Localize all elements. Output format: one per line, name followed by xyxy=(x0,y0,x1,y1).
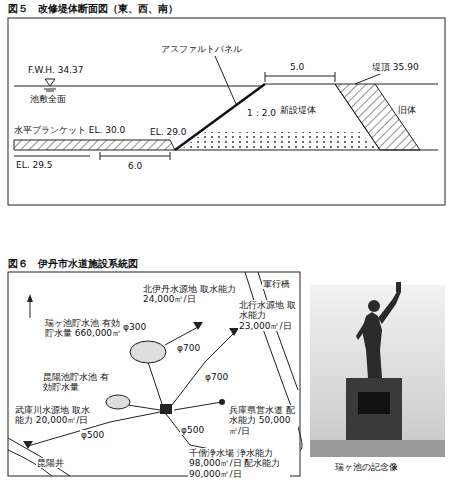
dimension-label: 6.0 xyxy=(128,161,142,171)
water-line xyxy=(14,86,263,87)
figure-frame xyxy=(8,18,445,205)
facility-label: 兵庫県営水道 配水能力 50,000㎥/日 xyxy=(228,405,298,436)
pipe-size: φ300 xyxy=(122,322,147,332)
figure-title: 図５ 改修堤体断面図（東、西、南） xyxy=(8,3,178,15)
leader-line xyxy=(355,74,380,84)
blanket xyxy=(14,140,175,150)
connection-point xyxy=(219,399,225,405)
level-label: F.W.H. 34.37 xyxy=(28,65,83,75)
pipe-size: φ500 xyxy=(80,430,105,440)
reservoir xyxy=(130,341,166,363)
photo-caption: 瑞ヶ池の記念像 xyxy=(335,462,398,472)
level-label: 堤頂 35.90 xyxy=(372,62,419,72)
leader-line xyxy=(215,56,236,104)
dimension-label: 5.0 xyxy=(290,62,304,72)
pipe-size: φ700 xyxy=(176,343,201,353)
part-label: 新設堤体 xyxy=(280,105,316,115)
figure-frame xyxy=(8,272,300,476)
facility-label: 北伊丹水源地 取水能力 24,000㎥/日 xyxy=(142,284,240,305)
part-label: アスファルトパネル xyxy=(160,44,243,54)
statue xyxy=(346,282,402,457)
place-label: 軍行橋 xyxy=(262,279,291,289)
pipe-size: φ700 xyxy=(204,372,229,382)
pipeline xyxy=(28,327,240,455)
well-source xyxy=(23,441,33,449)
facility-label: 瑞ヶ池貯水池 有効貯水量 660,000㎥ xyxy=(44,318,124,339)
slope-label: 1：2.0 xyxy=(247,108,276,118)
river xyxy=(8,438,70,476)
level-label: 水平ブランケット EL. 30.0 xyxy=(14,125,125,135)
facility-label: 千僧浄水場 浄水能力 98,000㎥/日 配水能力 90,000㎥/日 xyxy=(188,448,290,479)
old-embankment xyxy=(335,84,420,150)
figure-title: 図６ 伊丹市水道施設系統図 xyxy=(8,258,138,270)
water-level-mark xyxy=(45,79,55,86)
well-source xyxy=(193,322,203,330)
area-label: 池敷全面 xyxy=(30,94,66,104)
pipe-size: φ500 xyxy=(180,425,205,435)
reservoir xyxy=(106,395,130,409)
part-label: 旧体 xyxy=(398,105,416,115)
facility-label: 昆陽池貯水池 有効貯水量 xyxy=(42,372,112,393)
level-label: EL. 29.0 xyxy=(150,127,186,137)
level-label: EL. 29.5 xyxy=(16,160,52,170)
dimension-line xyxy=(100,156,170,157)
dimension-line xyxy=(265,76,335,77)
place-label: 昆陽井 xyxy=(36,458,65,468)
facility-label: 武庫川水源地 取水能力 20,000㎥/日 xyxy=(14,405,96,426)
north-arrow xyxy=(30,300,31,318)
photo xyxy=(310,285,445,457)
facility-label: 北行水源地 取水能力 23,000㎥/日 xyxy=(238,300,298,331)
treatment-plant xyxy=(160,404,172,414)
